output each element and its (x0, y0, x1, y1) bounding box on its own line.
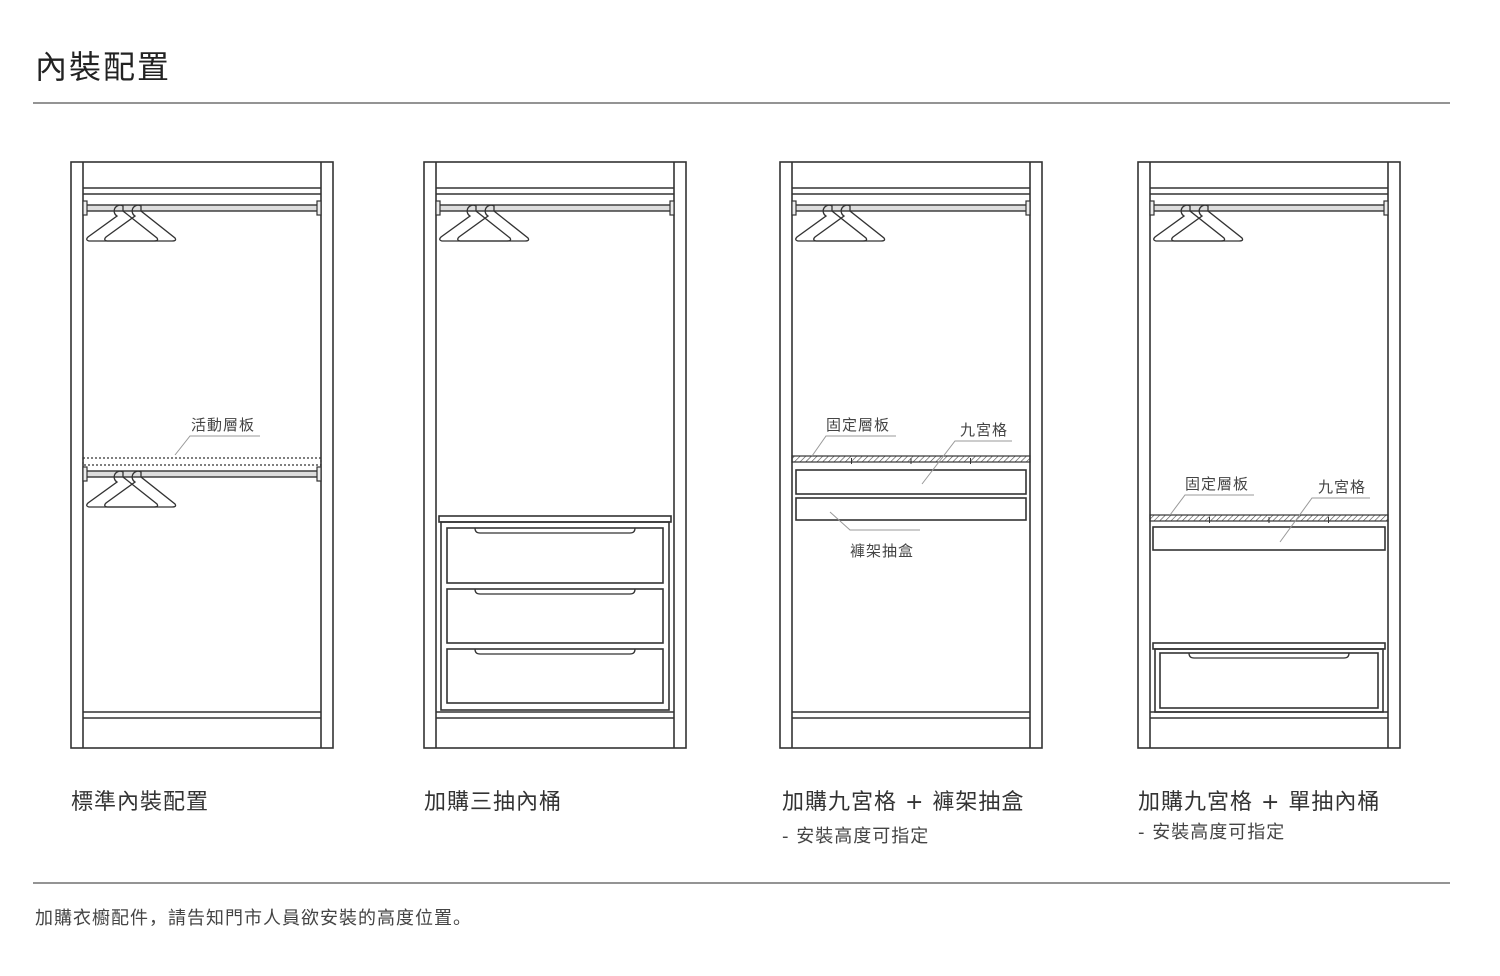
rod-bracket (669, 200, 675, 216)
wardrobe-three-drawer (423, 161, 687, 749)
drawer (446, 648, 664, 704)
caption-three-drawer: 加購三抽內桶 (424, 790, 563, 815)
hanging-rod (437, 204, 673, 212)
drawer-unit-top (438, 515, 672, 523)
nine-grid-box (1152, 526, 1386, 551)
drawer-unit (1154, 648, 1384, 713)
drawer-handle (474, 527, 636, 534)
leader-line (1279, 497, 1370, 543)
label-nine-grid: 九宮格 (960, 421, 1009, 439)
drawer-unit (440, 521, 670, 711)
hanging-rod (1151, 204, 1387, 212)
hanging-rod (84, 204, 320, 212)
page-title: 內裝配置 (35, 48, 172, 86)
label-nine-grid: 九宮格 (1318, 478, 1367, 496)
nine-grid-box (795, 469, 1027, 495)
hanger-icon (457, 204, 530, 242)
leader-line (174, 435, 260, 456)
subcaption-height: - 安裝高度可指定 (782, 826, 930, 847)
rod-bracket (791, 200, 797, 216)
drawer-unit-top (1152, 642, 1386, 650)
cabinet-outline (70, 161, 334, 749)
cabinet-outline (779, 161, 1043, 749)
drawer-handle (474, 588, 636, 595)
wardrobe-nine-grid-pants (779, 161, 1043, 749)
drawer-handle (1188, 652, 1350, 659)
wardrobe-nine-grid-drawer (1137, 161, 1401, 749)
rod-bracket (1149, 200, 1155, 216)
hanger-icon (104, 470, 177, 508)
caption-nine-grid-pants: 加購九宮格 + 褲架抽盒 (782, 790, 1025, 815)
rod-bracket (82, 466, 88, 482)
label-fixed-shelf: 固定層板 (1185, 475, 1250, 493)
subcaption-height: - 安裝高度可指定 (1138, 822, 1286, 843)
hanger-icon (439, 204, 512, 242)
rod-bracket (316, 466, 322, 482)
hanger-icon (1171, 204, 1244, 242)
pants-rack-box (795, 497, 1027, 521)
leader-line (811, 435, 896, 457)
rod-bracket (435, 200, 441, 216)
rod-bracket (82, 200, 88, 216)
hanging-rod (84, 470, 320, 478)
rod-bracket (1025, 200, 1031, 216)
hanger-icon (86, 204, 159, 242)
leader-line (1169, 494, 1254, 516)
wardrobe-standard (70, 161, 334, 749)
leader-line (921, 440, 1012, 485)
caption-standard: 標準內裝配置 (71, 790, 210, 815)
hanging-rod (793, 204, 1029, 212)
hanger-icon (813, 204, 886, 242)
drawer-handle (474, 648, 636, 655)
label-fixed-shelf: 固定層板 (826, 416, 891, 434)
caption-nine-grid-drawer: 加購九宮格 + 單抽內桶 (1138, 790, 1381, 815)
label-pants-rack-box: 褲架抽盒 (850, 542, 915, 560)
drawer (446, 527, 664, 584)
rod-bracket (1383, 200, 1389, 216)
leader-line (829, 511, 920, 531)
cabinet-outline (1137, 161, 1401, 749)
rod-bracket (316, 200, 322, 216)
movable-shelf (82, 457, 322, 466)
hanger-icon (795, 204, 868, 242)
label-movable-shelf: 活動層板 (191, 416, 256, 434)
hanger-icon (104, 204, 177, 242)
hanger-icon (86, 470, 159, 508)
footer-note: 加購衣櫥配件，請告知門市人員欲安裝的高度位置。 (35, 908, 472, 929)
drawer (446, 588, 664, 644)
cabinet-outline (423, 161, 687, 749)
hanger-icon (1153, 204, 1226, 242)
drawer (1159, 652, 1379, 709)
